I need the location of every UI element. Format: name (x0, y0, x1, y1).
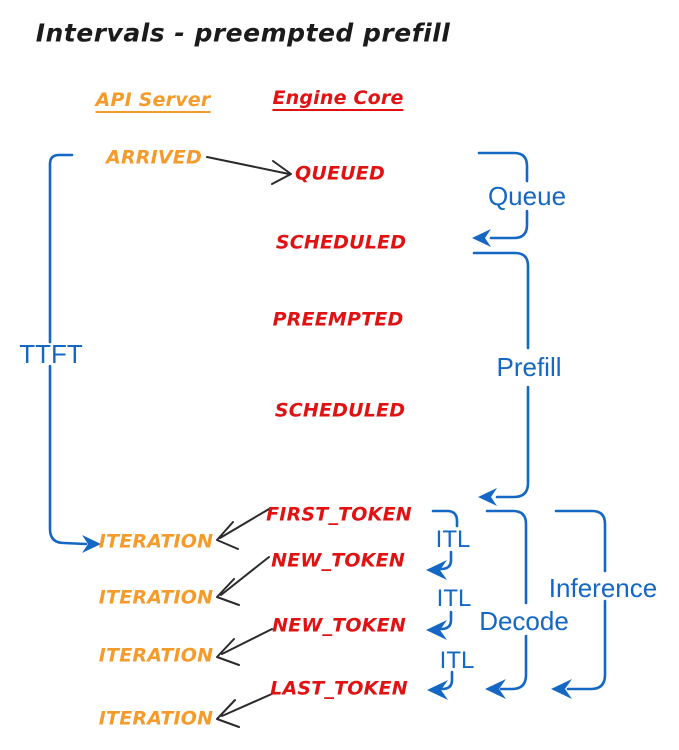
arrow-newtoken2-iteration3 (216, 628, 273, 666)
interval-prefill-label: Prefill (496, 352, 562, 382)
diagram-title: Intervals - preempted prefill (35, 18, 451, 48)
event-new-token-1: NEW_TOKEN (271, 549, 405, 572)
queue-bracket-bottom (489, 209, 529, 240)
event-iteration-3: ITERATION (98, 644, 214, 667)
interval-itl-label-2: ITL (436, 585, 472, 612)
decode-arrowhead (485, 679, 506, 699)
itl-arrow-2-line (437, 610, 453, 631)
itl-arrow-3-line (438, 670, 454, 691)
column-header-api-server: API Server (95, 89, 211, 113)
arrow-firsttoken-iteration1 (216, 508, 270, 550)
inference-bracket-top (554, 509, 607, 573)
prefill-bracket-top (472, 251, 530, 350)
inference-bracket-bottom (566, 599, 607, 691)
event-scheduled-1: SCHEDULED (275, 231, 407, 254)
decode-bracket-bottom (499, 634, 528, 691)
ttft-arrowhead (82, 535, 101, 553)
interval-itl-label-3: ITL (439, 647, 475, 674)
column-header-engine-core: Engine Core (272, 87, 404, 111)
event-arrived: ARRIVED (106, 146, 202, 169)
interval-inference-label: Inference (548, 573, 658, 603)
arrow-lasttoken-iteration4 (216, 692, 275, 728)
interval-queue-label: Queue (487, 181, 567, 211)
event-preempted: PREEMPTED (272, 308, 404, 331)
event-last-token: LAST_TOKEN (270, 677, 408, 700)
event-first-token: FIRST_TOKEN (266, 503, 412, 526)
decode-bracket-top (485, 509, 528, 605)
queue-bracket-top (477, 151, 529, 183)
interval-ttft-label: TTFT (19, 339, 83, 369)
itl-arrowhead-2 (426, 620, 447, 640)
interval-itl-label-1: ITL (435, 526, 471, 553)
ttft-bracket-top (48, 153, 74, 344)
itl-arrowhead-1 (426, 560, 447, 580)
itl-arrow-1-line (437, 550, 453, 571)
event-new-token-2: NEW_TOKEN (272, 614, 406, 637)
event-iteration-4: ITERATION (98, 707, 214, 730)
prefill-bracket-bottom (495, 385, 530, 499)
arrow-newtoken1-iteration2 (216, 556, 270, 606)
event-queued: QUEUED (295, 162, 385, 185)
event-iteration-2: ITERATION (98, 586, 214, 609)
event-scheduled-2: SCHEDULED (274, 399, 406, 422)
itl-bracket-hook (431, 509, 459, 528)
interval-decode-label: Decode (479, 606, 569, 636)
itl-arrowhead-3 (427, 680, 448, 700)
event-iteration-1: ITERATION (98, 530, 214, 553)
ttft-bracket-bottom (48, 364, 88, 546)
arrow-arrived-queued (206, 156, 292, 185)
inference-arrowhead (551, 679, 572, 699)
queue-arrowhead (472, 229, 491, 247)
prefill-arrowhead (478, 488, 497, 506)
